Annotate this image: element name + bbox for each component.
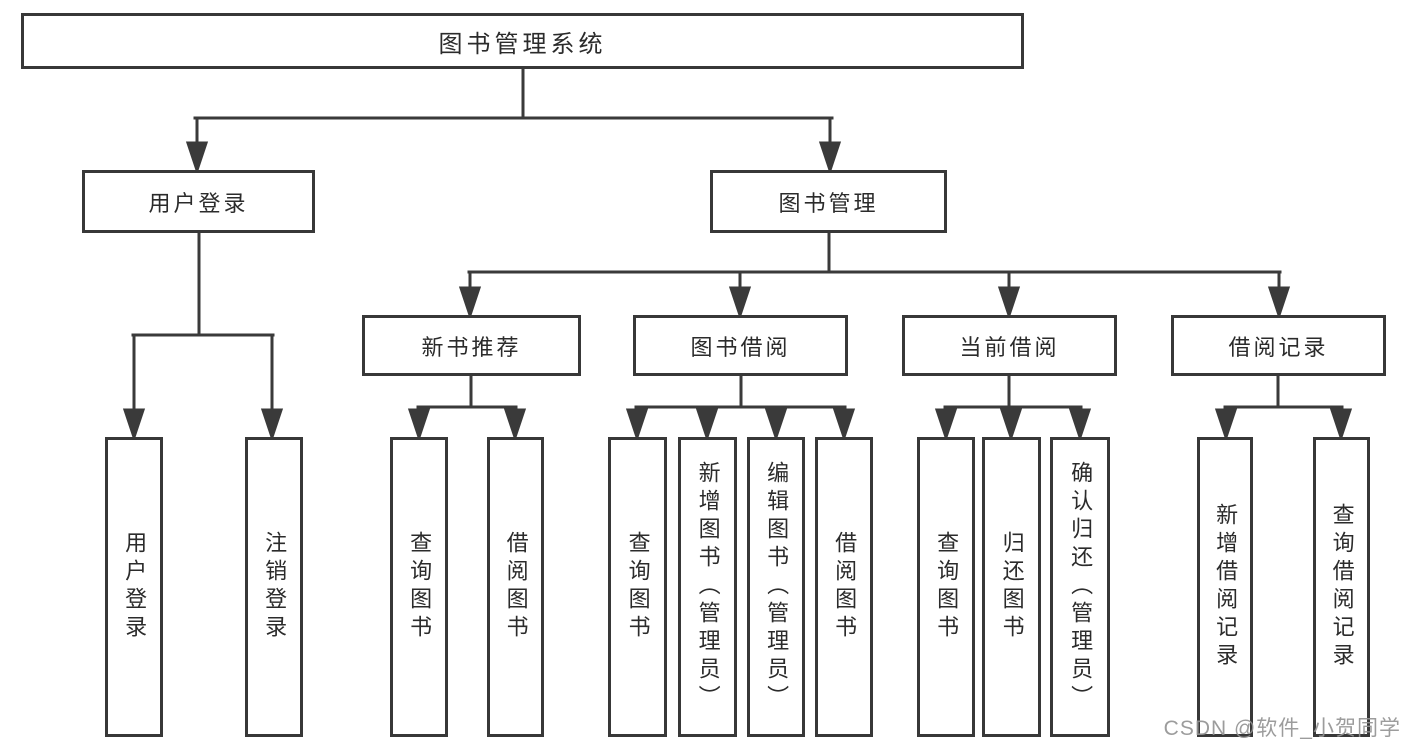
node-current-borrowing: 当前借阅: [902, 315, 1117, 376]
leaf-bb-edit-books-admin: 编辑图书（管理员）: [747, 437, 805, 737]
leaf-cb-confirm-return-admin: 确认归还（管理员）: [1050, 437, 1110, 737]
leaf-bb-query-books: 查询图书: [608, 437, 667, 737]
watermark-text: CSDN @软件_小贺同学: [1163, 717, 1401, 740]
node-book-management: 图书管理: [710, 170, 947, 233]
node-root: 图书管理系统: [21, 13, 1024, 69]
leaf-logout: 注销登录: [245, 437, 303, 737]
leaf-bb-add-books-admin: 新增图书（管理员）: [678, 437, 737, 737]
node-borrowing-records: 借阅记录: [1171, 315, 1386, 376]
leaf-cb-return-books: 归还图书: [982, 437, 1041, 737]
leaf-user-login: 用户登录: [105, 437, 163, 737]
node-new-book-recommend: 新书推荐: [362, 315, 581, 376]
leaf-nbr-query-books: 查询图书: [390, 437, 448, 737]
leaf-br-add-record: 新增借阅记录: [1197, 437, 1253, 737]
leaf-nbr-borrow-books: 借阅图书: [487, 437, 544, 737]
leaf-br-query-record: 查询借阅记录: [1313, 437, 1370, 737]
leaf-bb-borrow-books: 借阅图书: [815, 437, 873, 737]
node-book-borrowing: 图书借阅: [633, 315, 848, 376]
leaf-cb-query-books: 查询图书: [917, 437, 975, 737]
node-user-login: 用户登录: [82, 170, 315, 233]
